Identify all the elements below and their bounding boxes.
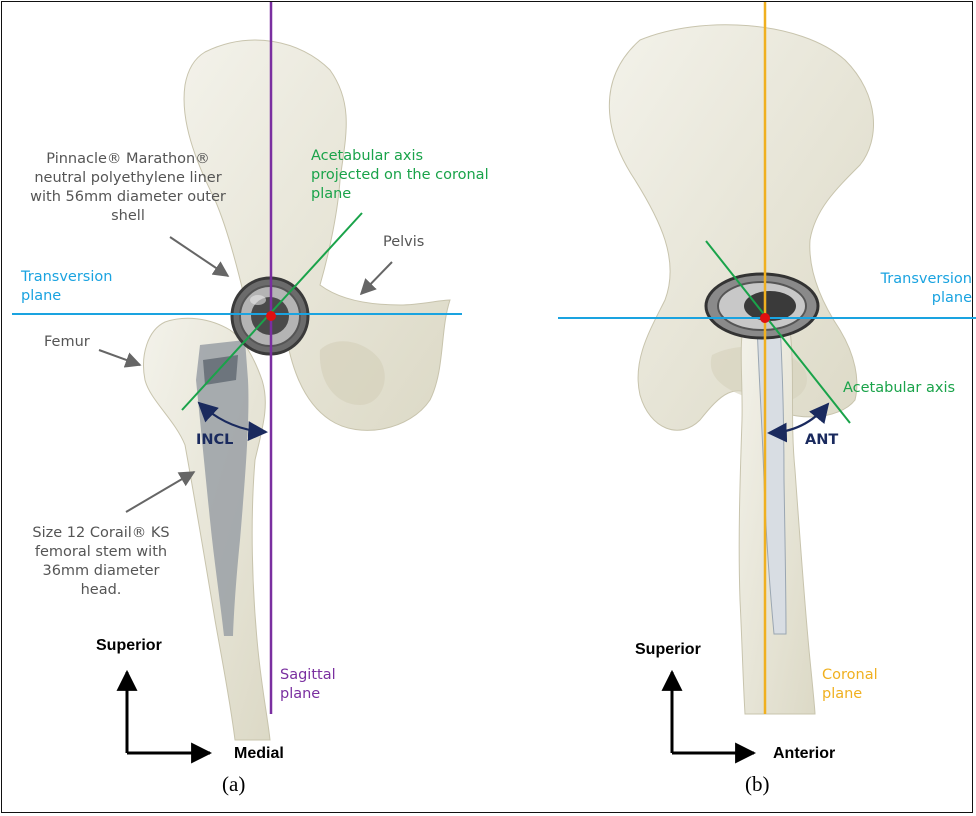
femur-pointer-arrow-icon [99, 350, 140, 365]
pelvis-pointer-arrow-icon [361, 262, 392, 294]
incl-angle-label: INCL [196, 431, 233, 450]
caption-a: (a) [222, 772, 245, 797]
panel-b-illustration [558, 2, 976, 753]
liner-label: Pinnacle® Marathon® neutral polyethylene… [23, 150, 233, 227]
ant-angle-label: ANT [805, 431, 838, 450]
stem-label: Size 12 Corail® KS femoral stem with 36m… [20, 524, 182, 601]
acetabular-axis-label-b: Acetabular axis [843, 379, 955, 398]
acetabular-axis-label-a: Acetabular axis projected on the coronal… [311, 147, 491, 204]
caption-b: (b) [745, 772, 770, 797]
superior-label-b: Superior [635, 641, 701, 659]
hip-center-dot-icon [266, 311, 276, 321]
transversion-plane-label-b: Transversion plane [872, 270, 972, 308]
anterior-label: Anterior [773, 745, 835, 763]
medial-label: Medial [234, 745, 284, 763]
femur-label: Femur [44, 333, 90, 352]
sagittal-plane-label: Sagittal plane [280, 666, 360, 704]
transversion-plane-label-a: Transversion plane [21, 268, 141, 306]
superior-label-a: Superior [96, 637, 162, 655]
panel-a-illustration [12, 2, 462, 753]
coronal-plane-label: Coronal plane [822, 666, 902, 704]
stem-pointer-arrow-icon [126, 472, 194, 512]
pelvis-label: Pelvis [383, 233, 424, 252]
liner-pointer-arrow-icon [170, 237, 228, 276]
hip-center-dot-icon [760, 313, 770, 323]
